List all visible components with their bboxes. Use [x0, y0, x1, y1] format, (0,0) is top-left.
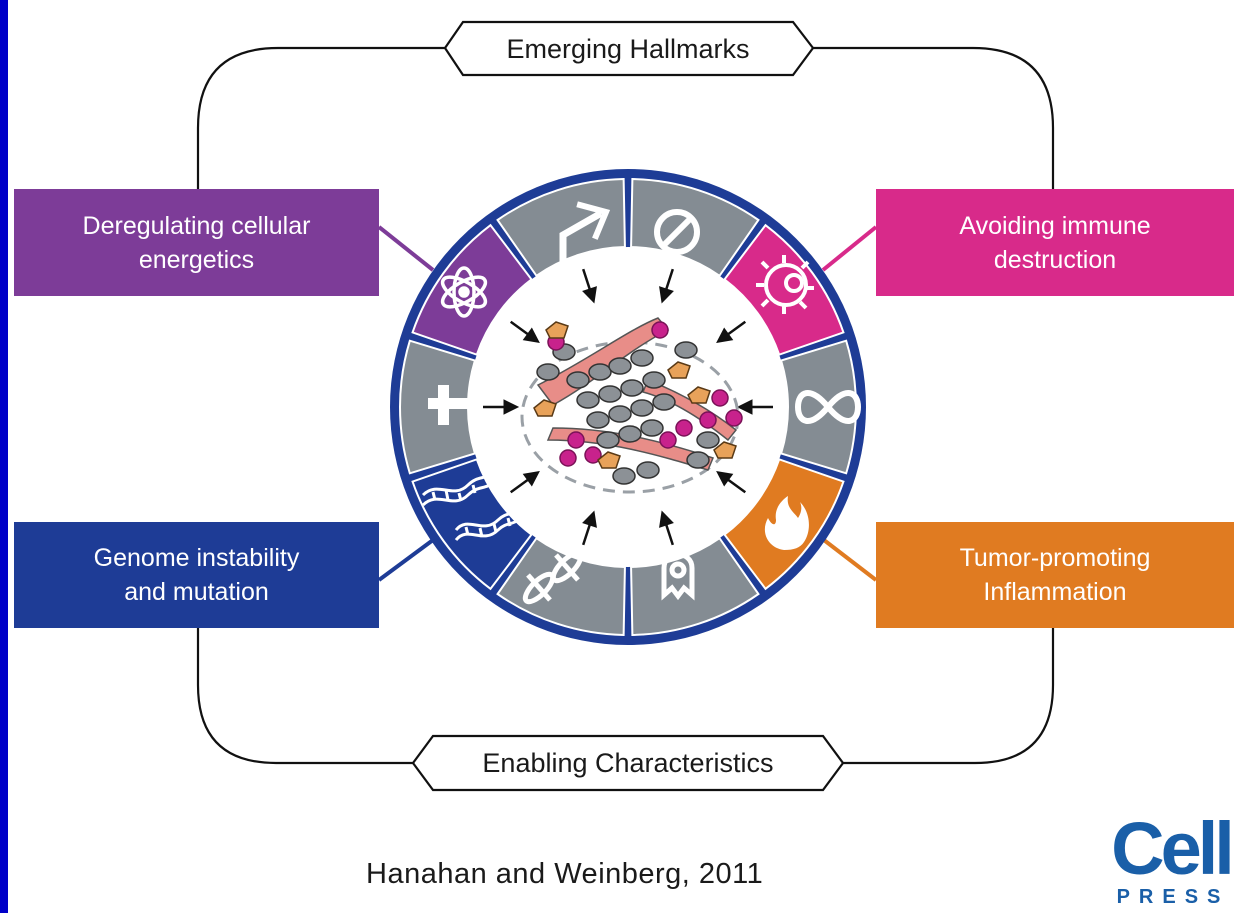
tumor-cell: [608, 357, 632, 375]
tumor-microenvironment: [520, 317, 743, 494]
no-entry-icon: [654, 209, 700, 255]
infinity-icon: [794, 390, 862, 424]
inward-arrows: [483, 268, 773, 546]
fibroblast-cell: [597, 451, 621, 469]
fibroblast-cell: [713, 441, 737, 459]
emerging-hallmarks-frame: [443, 20, 815, 77]
immune-cell: [651, 321, 669, 339]
logo-word: Cell: [1111, 807, 1231, 890]
cell-press-logo: Cell PRESS: [1111, 807, 1235, 908]
deregulating-energetics-label: Deregulating cellular energetics: [82, 211, 311, 274]
immune-cell: [711, 389, 729, 407]
immune-cell-icon: [756, 255, 814, 314]
fibroblast-cell: [687, 386, 711, 404]
fibroblast-cell: [545, 321, 569, 339]
cell-ghost-icon: [661, 552, 695, 601]
fibroblast-cell: [667, 361, 691, 379]
tumor-cell: [612, 467, 636, 485]
genome-instability-label: Genome instability and mutation: [93, 544, 300, 606]
immune-cell: [725, 409, 743, 427]
inward-arrow-head: [736, 399, 753, 415]
inward-arrow-head: [659, 510, 674, 528]
tumor-cell: [636, 461, 660, 479]
inward-arrow-head: [716, 470, 734, 487]
connector-energetics: [377, 225, 435, 272]
tumor-cell: [686, 451, 710, 469]
tumor-cell: [642, 371, 666, 389]
tumor-cell: [576, 391, 600, 409]
tumor-cell: [618, 425, 642, 443]
immune-cell: [699, 411, 717, 429]
immune-cell: [567, 431, 585, 449]
inward-arrow-head: [659, 286, 674, 304]
hallmark-segment: [779, 339, 857, 475]
inward-arrow-head: [522, 327, 540, 344]
connector-inflammation: [818, 535, 878, 582]
immune-cell: [659, 431, 677, 449]
logo-sub: PRESS: [1117, 886, 1230, 908]
tumor-cell: [596, 431, 620, 449]
tumor-cell: [674, 341, 698, 359]
avoiding-immune-destruction-box: Avoiding immune destruction: [876, 189, 1234, 296]
tumor-cell: [630, 349, 654, 367]
immune-cell: [675, 419, 693, 437]
dagger-icon: [428, 385, 486, 425]
connector-immune: [821, 225, 878, 272]
tumor-cell: [630, 399, 654, 417]
tumor-cell: [566, 371, 590, 389]
tumor-cell: [696, 431, 720, 449]
fibroblast-cell: [533, 399, 557, 417]
immune-cell: [559, 449, 577, 467]
enabling-characteristics-frame: [411, 734, 845, 792]
flame-icon: [764, 496, 809, 550]
inward-arrow-head: [582, 286, 597, 304]
tumor-cell: [640, 419, 664, 437]
connector-genome: [377, 538, 435, 582]
avoiding-immune-destruction-label: Avoiding immune destruction: [959, 211, 1151, 274]
deregulating-energetics-box: Deregulating cellular energetics: [14, 189, 379, 296]
vessel-tube-icon: [522, 550, 584, 605]
hallmarks-diagram: [196, 20, 1055, 792]
tumor-cell: [608, 405, 632, 423]
inward-arrow-head: [503, 399, 520, 415]
tumor-cell: [620, 379, 644, 397]
inward-arrow-head: [582, 510, 597, 528]
top-connector-frame: [196, 46, 1055, 189]
bottom-connector-frame: [196, 628, 1055, 765]
tumor-promoting-inflammation-box: Tumor-promoting Inflammation: [876, 522, 1234, 628]
atom-icon: [440, 266, 488, 318]
growth-arrow-icon: [559, 201, 611, 274]
genome-instability-box: Genome instability and mutation: [14, 522, 379, 628]
emerging-hallmarks-label: Emerging Hallmarks: [506, 33, 750, 64]
tumor-promoting-inflammation-label: Tumor-promoting Inflammation: [959, 544, 1151, 606]
enabling-characteristics-label: Enabling Characteristics: [482, 747, 774, 778]
tumor-cell: [598, 385, 622, 403]
tumor-cell: [586, 411, 610, 429]
immune-cell: [584, 446, 602, 464]
tumor-cell: [652, 393, 676, 411]
inward-arrow-head: [522, 470, 540, 487]
tumor-cells: [533, 321, 743, 485]
citation: Hanahan and Weinberg, 2011: [366, 858, 764, 890]
hallmarks-figure: Emerging Hallmarks Enabling Characterist…: [8, 0, 1243, 913]
tumor-cell: [536, 363, 560, 381]
tumor-cell: [588, 363, 612, 381]
inward-arrow-head: [716, 327, 734, 344]
ring-inner-disc: [468, 247, 788, 567]
dna-icon: [421, 470, 520, 542]
